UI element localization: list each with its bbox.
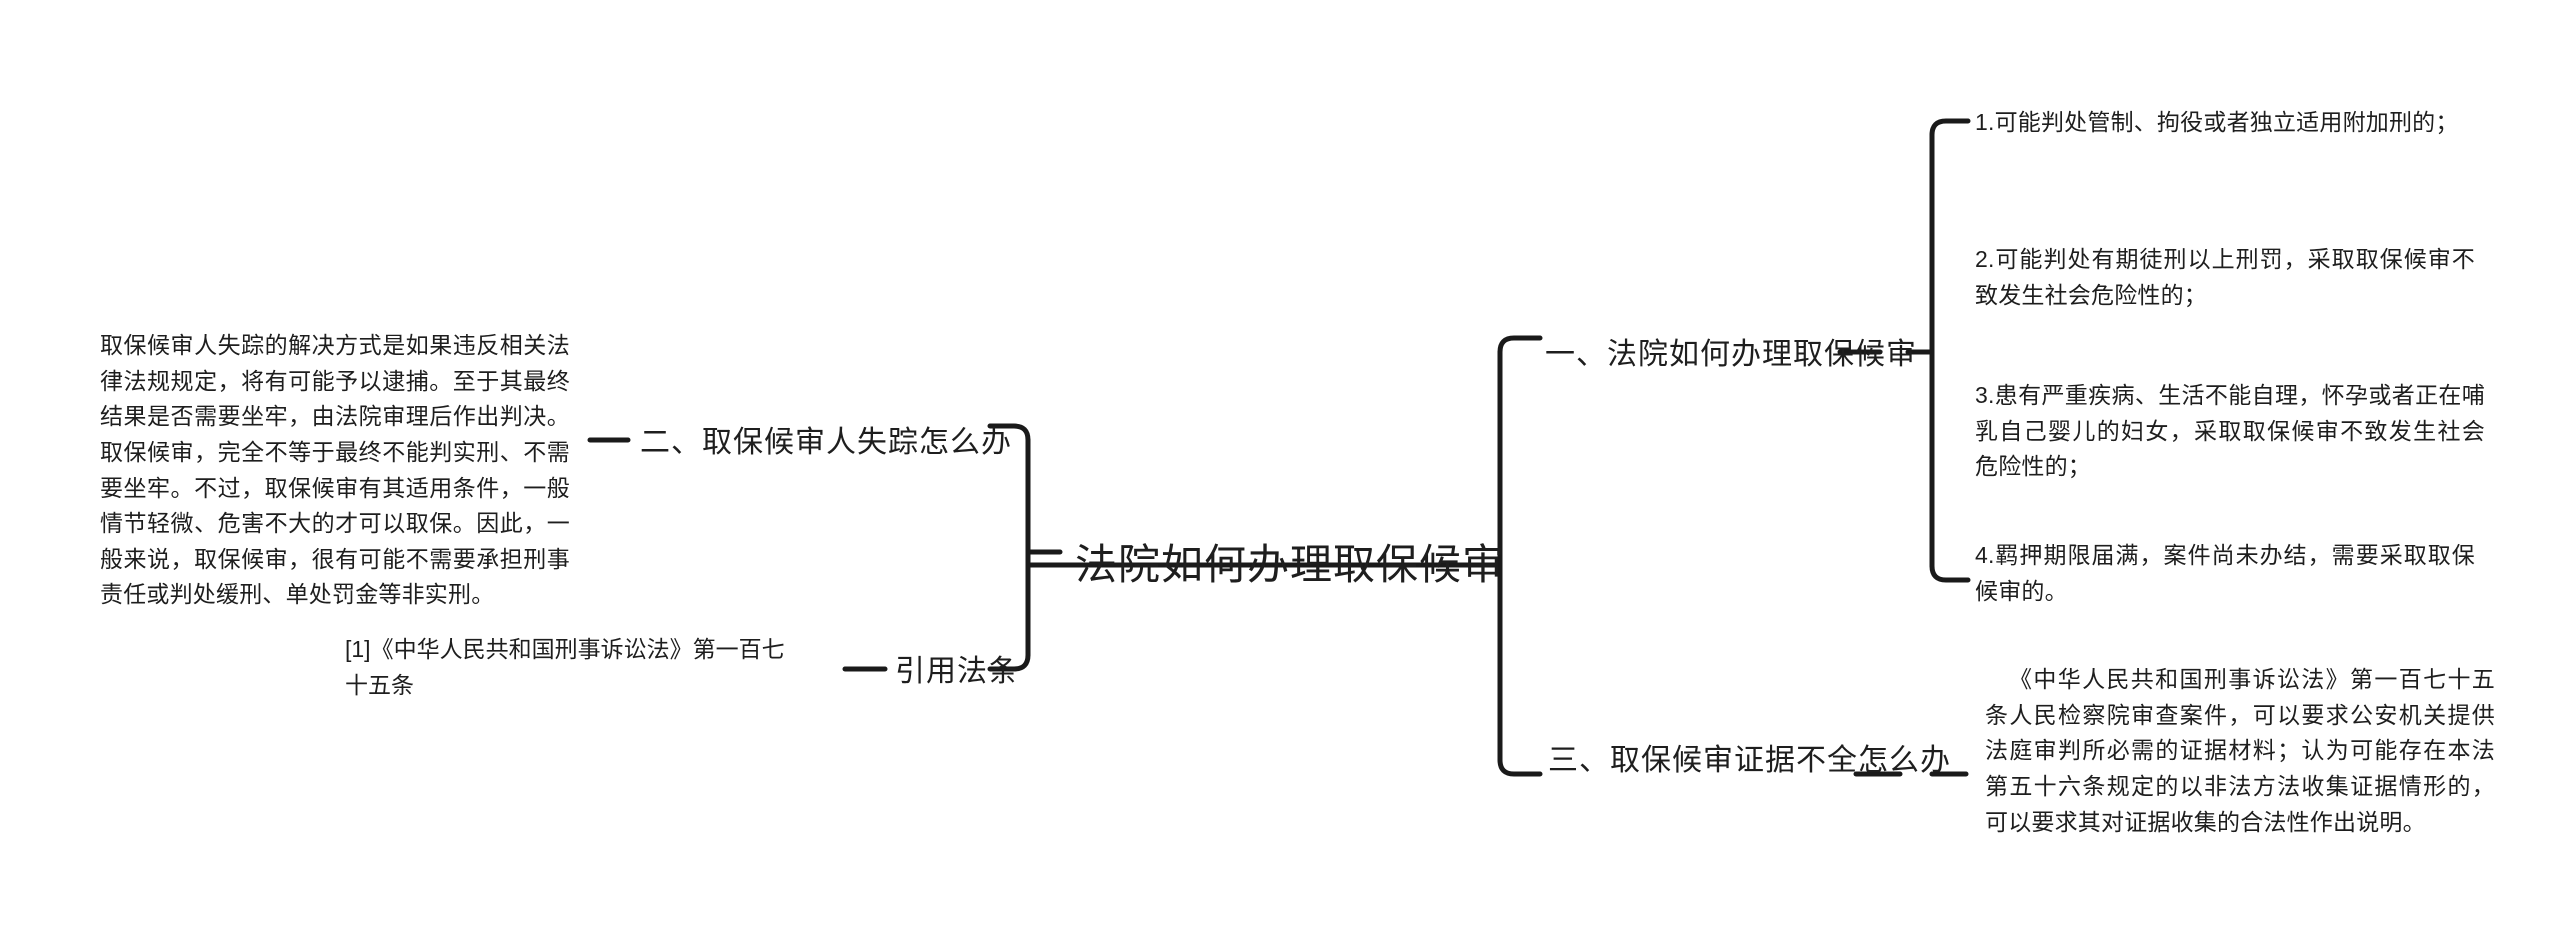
branch-node-cite[interactable]: 引用法条: [895, 653, 1019, 691]
leaf-item-7-text: [1]《中华人民共和国刑事诉讼法》第一百七十五条: [345, 636, 785, 698]
branch-node-2[interactable]: 二、取保候审人失踪怎么办: [640, 424, 1012, 462]
right-spine-top-curve: [1497, 335, 1543, 355]
leaf-item-3-text: 3.患有严重疾病、生活不能自理，怀孕或者正在哺乳自己婴儿的妇女，采取取保候审不致…: [1975, 382, 2485, 480]
leaf-item-3[interactable]: 3.患有严重疾病、生活不能自理，怀孕或者正在哺乳自己婴儿的妇女，采取取保候审不致…: [1975, 378, 2485, 485]
leaf-item-2[interactable]: 2.可能判处有期徒刑以上刑罚，采取取保候审不致发生社会危险性的；: [1975, 242, 2475, 313]
center-node[interactable]: 法院如何办理取保候审: [1075, 540, 1505, 590]
leaf-item-7[interactable]: [1]《中华人民共和国刑事诉讼法》第一百七十五条: [345, 632, 800, 703]
branch-node-3[interactable]: 三、取保候审证据不全怎么办: [1548, 742, 1951, 780]
branch-node-1[interactable]: 一、法院如何办理取保候审: [1545, 336, 1917, 374]
leaf-item-1-text: 1.可能判处管制、拘役或者独立适用附加刑的；: [1975, 109, 2459, 135]
leaf-item-5-text: 《中华人民共和国刑事诉讼法》第一百七十五条人民检察院审查案件，可以要求公安机关提…: [1985, 666, 2495, 835]
leaf-item-4[interactable]: 4.羁押期限届满，案件尚未办结，需要采取取保候审的。: [1975, 538, 2475, 609]
center-node-label: 法院如何办理取保候审: [1075, 541, 1506, 588]
sub1-curve-bottom: [1929, 563, 1971, 583]
branch-node-1-label: 一、法院如何办理取保候审: [1545, 338, 1917, 371]
leaf-item-4-text: 4.羁押期限届满，案件尚未办结，需要采取取保候审的。: [1975, 542, 2475, 604]
leaf-item-1[interactable]: 1.可能判处管制、拘役或者独立适用附加刑的；: [1975, 105, 2475, 141]
leaf-item-2-text: 2.可能判处有期徒刑以上刑罚，采取取保候审不致发生社会危险性的；: [1975, 246, 2475, 308]
sub1-curve-top: [1929, 118, 1971, 138]
branch-node-3-label: 三、取保候审证据不全怎么办: [1548, 744, 1951, 777]
leaf-item-5[interactable]: 《中华人民共和国刑事诉讼法》第一百七十五条人民检察院审查案件，可以要求公安机关提…: [1985, 662, 2495, 840]
right-spine-bottom-curve: [1497, 757, 1543, 777]
branch-node-cite-label: 引用法条: [895, 655, 1019, 688]
leaf-item-6[interactable]: 取保候审人失踪的解决方式是如果违反相关法律法规规定，将有可能予以逮捕。至于其最终…: [100, 328, 570, 613]
leaf-item-6-text: 取保候审人失踪的解决方式是如果违反相关法律法规规定，将有可能予以逮捕。至于其最终…: [100, 332, 570, 608]
branch-node-2-label: 二、取保候审人失踪怎么办: [640, 426, 1012, 459]
